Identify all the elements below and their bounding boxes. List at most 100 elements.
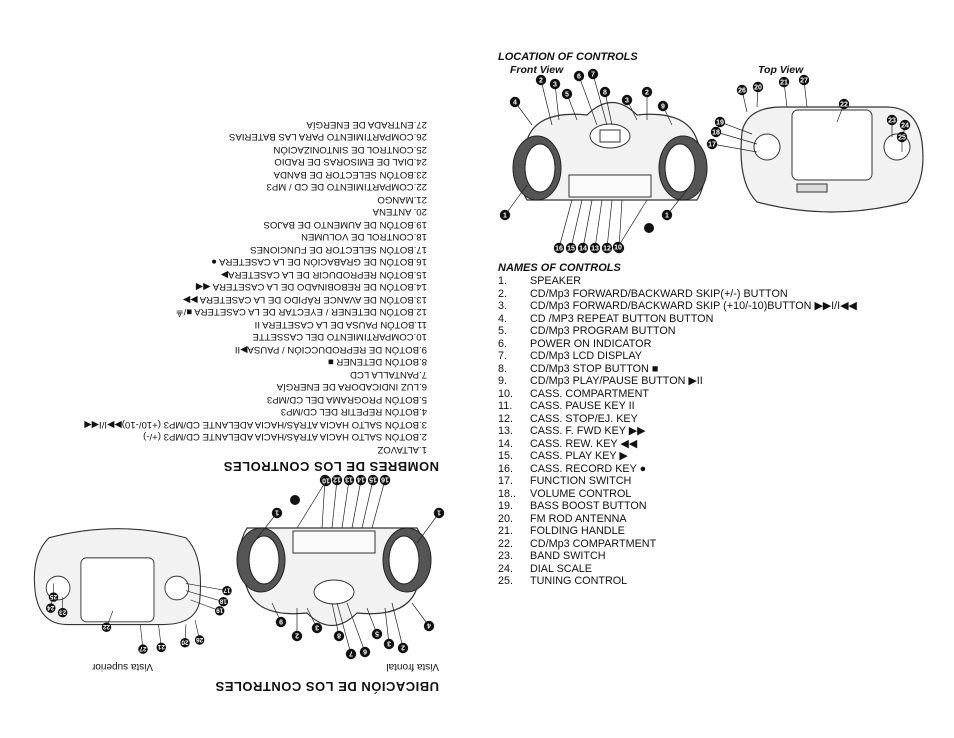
- callout-badge: [355, 474, 367, 486]
- control-number: 23.: [498, 550, 514, 562]
- control-item-es: 27.ENTRADA DE ENERGÍA: [306, 119, 428, 130]
- control-number: 19.: [498, 500, 514, 512]
- callout-leader: [336, 602, 352, 655]
- control-item: 24.DIAL SCALE: [498, 563, 857, 576]
- callout-badge: [661, 209, 673, 221]
- control-label: CD /MP3 REPEAT BUTTON BUTTON: [530, 312, 714, 325]
- english-page: LOCATION OF CONTROLS Front View Top View…: [477, 0, 954, 738]
- control-item: 1.SPEAKER: [498, 275, 857, 288]
- callout-badge: [433, 507, 445, 519]
- callout-number: 27: [139, 645, 147, 652]
- callout-number: 25: [898, 134, 906, 141]
- callout-leader: [554, 83, 560, 121]
- callout-badge: [657, 100, 669, 112]
- callout-leader: [346, 602, 366, 653]
- callout-number: 22: [840, 101, 848, 108]
- control-label: CD/Mp3 COMPARTMENT: [530, 537, 657, 550]
- callout-badge: [359, 646, 371, 658]
- control-label: CD/Mp3 STOP BUTTON ■: [530, 362, 659, 375]
- control-item: 17.FUNCTION SWITCH: [498, 475, 857, 488]
- callout-leader: [341, 479, 350, 529]
- control-item-es: 23.BOTÓN SELECTOR DE BANDA: [273, 169, 427, 180]
- control-item-es: 10.COMPARTIMIENTO DEL CASSETTE: [252, 331, 428, 343]
- callout-badge: [343, 474, 355, 486]
- callout-number: 4: [427, 622, 431, 629]
- control-item-es: 24.DIAL DE EMISORAS DE RADIO: [274, 156, 427, 168]
- callout-leader: [604, 91, 613, 126]
- callout-number: 6: [577, 73, 581, 80]
- callout-number: 3: [387, 640, 391, 647]
- callout-number: 5: [375, 630, 379, 637]
- control-label: FOLDING HANDLE: [530, 525, 625, 537]
- control-label: SPEAKER: [530, 275, 582, 287]
- top-view-label: Top View: [758, 64, 804, 76]
- callout-number: 18: [712, 129, 720, 136]
- callout-number: 3: [625, 97, 629, 104]
- callout-badge: [57, 607, 68, 618]
- callout-leader: [540, 79, 553, 126]
- control-label: VOLUME CONTROL: [530, 487, 632, 500]
- callout-badge: [397, 642, 409, 654]
- control-label: CD/Mp3 PLAY/PAUSE BUTTON ▶II: [530, 375, 703, 387]
- callout-number: 24: [47, 604, 55, 611]
- callout-number: 2: [539, 77, 543, 84]
- control-item: 19.BASS BOOST BUTTON: [498, 500, 857, 513]
- callout-badge: [549, 78, 561, 90]
- callout-badge: [311, 622, 323, 634]
- control-item: 8.CD/Mp3 STOP BUTTON ■: [498, 363, 857, 376]
- control-label: POWER ON INDICATOR: [530, 337, 652, 350]
- callout-badge: [320, 475, 332, 487]
- control-item: 2.CD/Mp3 FORWARD/BACKWARD SKIP(+/-) BUTT…: [498, 288, 857, 301]
- control-number: 18..: [498, 487, 517, 500]
- control-label: CASS. REW. KEY ◀◀: [530, 437, 638, 450]
- callout-number: 20: [181, 639, 189, 646]
- callout-number: 9: [279, 618, 283, 625]
- control-number: 14.: [498, 437, 514, 450]
- callout-leader: [711, 143, 758, 153]
- callout-badge: [371, 628, 383, 640]
- callout-number: 12: [333, 476, 341, 483]
- control-item-es: 17.BOTÓN SELECTOR DE FUNCIONES: [250, 244, 427, 255]
- control-label: CASS. COMPARTMENT: [530, 387, 649, 400]
- control-item-es: 15.BOTÓN REPRODUCIR DE LA CASETERA▶: [220, 269, 427, 280]
- names-of-controls-title: NAMES OF CONTROLS: [498, 262, 621, 274]
- control-item: 3.CD/Mp3 FORWARD/BACKWARD SKIP (+10/-10)…: [498, 300, 857, 313]
- control-item-es: 13.BOTÓN DE AVANCE RÁPIDO DE LA CASETERA…: [182, 294, 427, 305]
- control-label: BAND SWITCH: [530, 550, 606, 562]
- callout-badge: [46, 603, 56, 613]
- callout-number: 24: [901, 122, 909, 129]
- callout-badge: [838, 98, 850, 110]
- control-number: 4.: [498, 312, 508, 325]
- callout-leader: [558, 199, 573, 249]
- callout-badge: [275, 616, 287, 628]
- callout-badge: [48, 592, 59, 602]
- control-item-es: 8.BOTÓN DETENER ■: [327, 356, 427, 368]
- callout-number: 21: [780, 79, 788, 86]
- callout-number: 26: [196, 636, 204, 643]
- callout-badge: [577, 242, 589, 254]
- callout-number: 7: [349, 650, 353, 657]
- control-item-es: 18.CONTROL DE VOLUMEN: [301, 231, 427, 243]
- control-number: 15.: [498, 450, 514, 462]
- callout-leader: [618, 199, 623, 249]
- callout-number: 26: [738, 87, 746, 94]
- callout-number: 12: [603, 245, 611, 252]
- callout-badge: [180, 638, 190, 648]
- callout-leader: [504, 184, 528, 216]
- callout-number: 7: [591, 71, 595, 78]
- callout-number: 18: [219, 598, 227, 605]
- ubicacion-controles-title: UBICACIÓN DE LOS CONTROLES: [215, 679, 439, 694]
- control-label: DIAL SCALE: [530, 562, 593, 575]
- control-item-es: 20. ANTENA: [372, 206, 427, 218]
- control-number: 3.: [498, 300, 508, 312]
- callout-badge: [138, 644, 148, 654]
- control-item-es: 21.MANGO: [377, 194, 427, 205]
- control-label: FM ROD ANTENNA: [530, 512, 627, 525]
- callout-badge: [423, 620, 435, 632]
- callout-leader: [384, 607, 390, 645]
- control-label: CD/Mp3 FORWARD/BACKWARD SKIP(+/-) BUTTON: [530, 287, 788, 300]
- callout-number: 1: [275, 509, 279, 516]
